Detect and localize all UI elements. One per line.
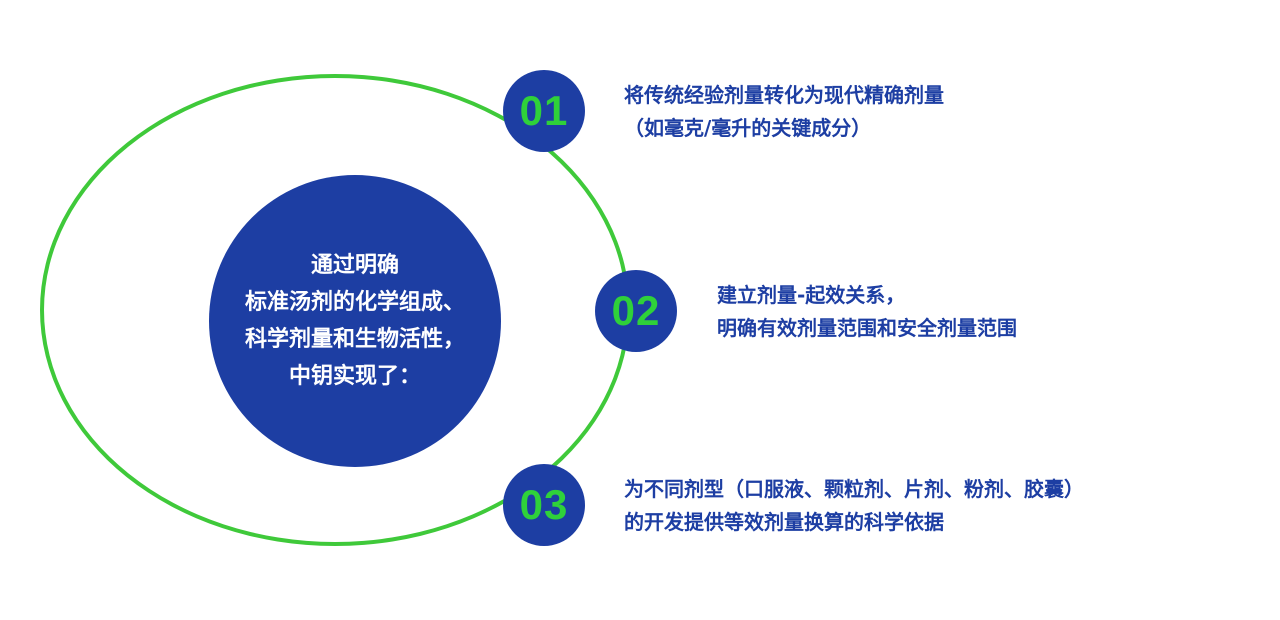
center-text-line-3: 科学剂量和生物活性， [244, 327, 465, 352]
step-text-02: 建立剂量-起效关系， 明确有效剂量范围和安全剂量范围 [717, 279, 1017, 345]
center-circle: 通过明确 标准汤剂的化学组成、 科学剂量和生物活性， 中钥实现了： [209, 175, 501, 467]
step-01-line-2: （如毫克/毫升的关键成分） [624, 116, 872, 140]
step-02-line-2: 明确有效剂量范围和安全剂量范围 [717, 316, 1017, 340]
step-badge-02: 02 [595, 270, 677, 352]
center-text-line-4: 中钥实现了： [288, 364, 421, 389]
step-badge-01: 01 [503, 70, 585, 152]
center-text-line-2: 标准汤剂的化学组成、 [244, 290, 465, 315]
step-03-line-1: 为不同剂型（口服液、颗粒剂、片剂、粉剂、胶囊） [624, 477, 1084, 501]
step-text-03: 为不同剂型（口服液、颗粒剂、片剂、粉剂、胶囊） 的开发提供等效剂量换算的科学依据 [624, 473, 1084, 539]
step-01-line-1: 将传统经验剂量转化为现代精确剂量 [624, 83, 944, 107]
center-text-line-1: 通过明确 [310, 253, 399, 278]
step-text-01: 将传统经验剂量转化为现代精确剂量 （如毫克/毫升的关键成分） [624, 79, 944, 145]
step-badge-03: 03 [503, 464, 585, 546]
step-02-line-1: 建立剂量-起效关系， [717, 283, 906, 307]
step-03-line-2: 的开发提供等效剂量换算的科学依据 [624, 510, 944, 534]
